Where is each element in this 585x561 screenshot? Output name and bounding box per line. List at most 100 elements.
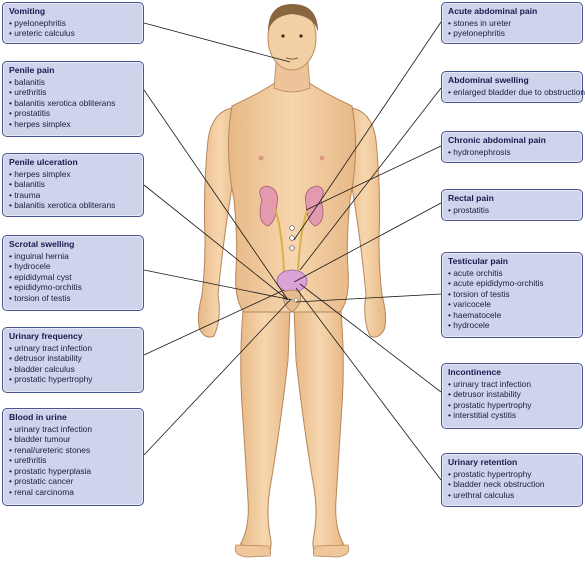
leader-scrotal-swelling (143, 269, 293, 301)
leader-penile-ulceration (143, 184, 289, 301)
list-item: prostatitis (448, 205, 576, 216)
neck (273, 61, 311, 93)
leader-incontinence (299, 283, 442, 393)
list-item: trauma (9, 190, 137, 201)
list-item: hydronephrosis (448, 147, 576, 158)
list-item: pyelonephritis (448, 28, 576, 39)
box-title: Testicular pain (448, 256, 509, 266)
box-title: Penile ulceration (9, 157, 78, 167)
right-foot (312, 544, 350, 558)
bladder (276, 269, 308, 293)
box-acute-abdominal-pain: Acute abdominal pain stones in ureter py… (441, 2, 583, 44)
list-item: herpes simplex (9, 169, 137, 180)
list-item: urinary tract infection (448, 379, 576, 390)
list-item: urethritis (9, 87, 137, 98)
list-item: bladder neck obstruction (448, 479, 576, 490)
list-item: prostatic hypertrophy (448, 469, 576, 480)
list-item: prostatic hyperplasia (9, 466, 137, 477)
list-item: prostatic hypertrophy (9, 374, 137, 385)
list-item: haematocele (448, 310, 576, 321)
list-item: urinary tract infection (9, 343, 137, 354)
leader-vomiting (143, 22, 291, 63)
box-title: Rectal pain (448, 193, 494, 203)
testis-right (293, 297, 299, 303)
left-eye (281, 34, 285, 38)
left-nipple (258, 155, 264, 161)
left-kidney (259, 185, 278, 227)
leader-rectal-pain (293, 202, 442, 283)
list-item: stones in ureter (448, 18, 576, 29)
list-item: interstitial cystitis (448, 410, 576, 421)
list-item: acute orchitis (448, 268, 576, 279)
leader-urinary-frequency (143, 289, 285, 356)
list-item: balanitis (9, 179, 137, 190)
list-item: balanitis xerotica obliterans (9, 200, 137, 211)
list-item: pyelonephritis (9, 18, 137, 29)
list-item: varicocele (448, 299, 576, 310)
right-nipple (319, 155, 325, 161)
leader-chronic-abdominal-pain (305, 145, 442, 211)
left-ureter (274, 207, 285, 273)
box-incontinence: Incontinence urinary tract infection det… (441, 363, 583, 429)
list-item: detrusor instability (9, 353, 137, 364)
leader-blood-in-urine (143, 299, 291, 456)
box-urinary-frequency: Urinary frequency urinary tract infectio… (2, 327, 144, 393)
list-item: prostatitis (9, 108, 137, 119)
list-item: urethritis (9, 455, 137, 466)
list-item: balanitis (9, 77, 137, 88)
leader-penile-pain (143, 89, 289, 301)
box-blood-in-urine: Blood in urine urinary tract infection b… (2, 408, 144, 506)
box-title: Blood in urine (9, 412, 67, 422)
box-title: Urinary retention (448, 457, 518, 467)
list-item: bladder calculus (9, 364, 137, 375)
box-penile-ulceration: Penile ulceration herpes simplex balanit… (2, 153, 144, 217)
box-urinary-retention: Urinary retention prostatic hypertrophy … (441, 453, 583, 507)
leader-urinary-retention (295, 287, 442, 481)
box-title: Incontinence (448, 367, 502, 377)
list-item: prostatic hypertrophy (448, 400, 576, 411)
mouth (285, 57, 299, 60)
stone-1 (289, 225, 295, 231)
box-title: Acute abdominal pain (448, 6, 538, 16)
list-item: enlarged bladder due to obstruction (448, 87, 585, 98)
box-rectal-pain: Rectal pain prostatitis (441, 189, 583, 221)
box-title: Vomiting (9, 6, 46, 16)
right-eye (299, 34, 303, 38)
list-item: herpes simplex (9, 119, 137, 130)
stone-2 (289, 235, 295, 241)
list-item: epididymo-orchitis (9, 282, 137, 293)
box-penile-pain: Penile pain balanitis urethritis balanit… (2, 61, 144, 137)
list-item: renal/ureteric stones (9, 445, 137, 456)
left-foot (234, 544, 272, 558)
box-testicular-pain: Testicular pain acute orchitis acute epi… (441, 252, 583, 338)
box-scrotal-swelling: Scrotal swelling inguinal hernia hydroce… (2, 235, 144, 311)
box-title: Chronic abdominal pain (448, 135, 546, 145)
torso (227, 81, 357, 313)
list-item: inguinal hernia (9, 251, 137, 262)
list-item: hydrocele (9, 261, 137, 272)
list-item: acute epididymo-orchitis (448, 278, 576, 289)
list-item: renal carcinoma (9, 487, 137, 498)
list-item: hydrocele (448, 320, 576, 331)
list-item: bladder tumour (9, 434, 137, 445)
list-item: torsion of testis (9, 293, 137, 304)
box-title: Scrotal swelling (9, 239, 75, 249)
right-leg (293, 299, 346, 554)
list-item: prostatic cancer (9, 476, 137, 487)
right-ureter (297, 207, 309, 273)
box-title: Urinary frequency (9, 331, 83, 341)
hair (268, 4, 318, 32)
list-item: urethral calculus (448, 490, 576, 501)
list-item: balanitis xerotica obliterans (9, 98, 137, 109)
genitals (282, 289, 302, 313)
leader-testicular-pain (295, 293, 442, 303)
leader-lines (143, 21, 442, 481)
box-title: Penile pain (9, 65, 55, 75)
list-item: torsion of testis (448, 289, 576, 300)
stone-3 (289, 245, 295, 251)
list-item: epididymal cyst (9, 272, 137, 283)
box-title: Abdominal swelling (448, 75, 529, 85)
box-abdominal-swelling: Abdominal swelling enlarged bladder due … (441, 71, 585, 103)
